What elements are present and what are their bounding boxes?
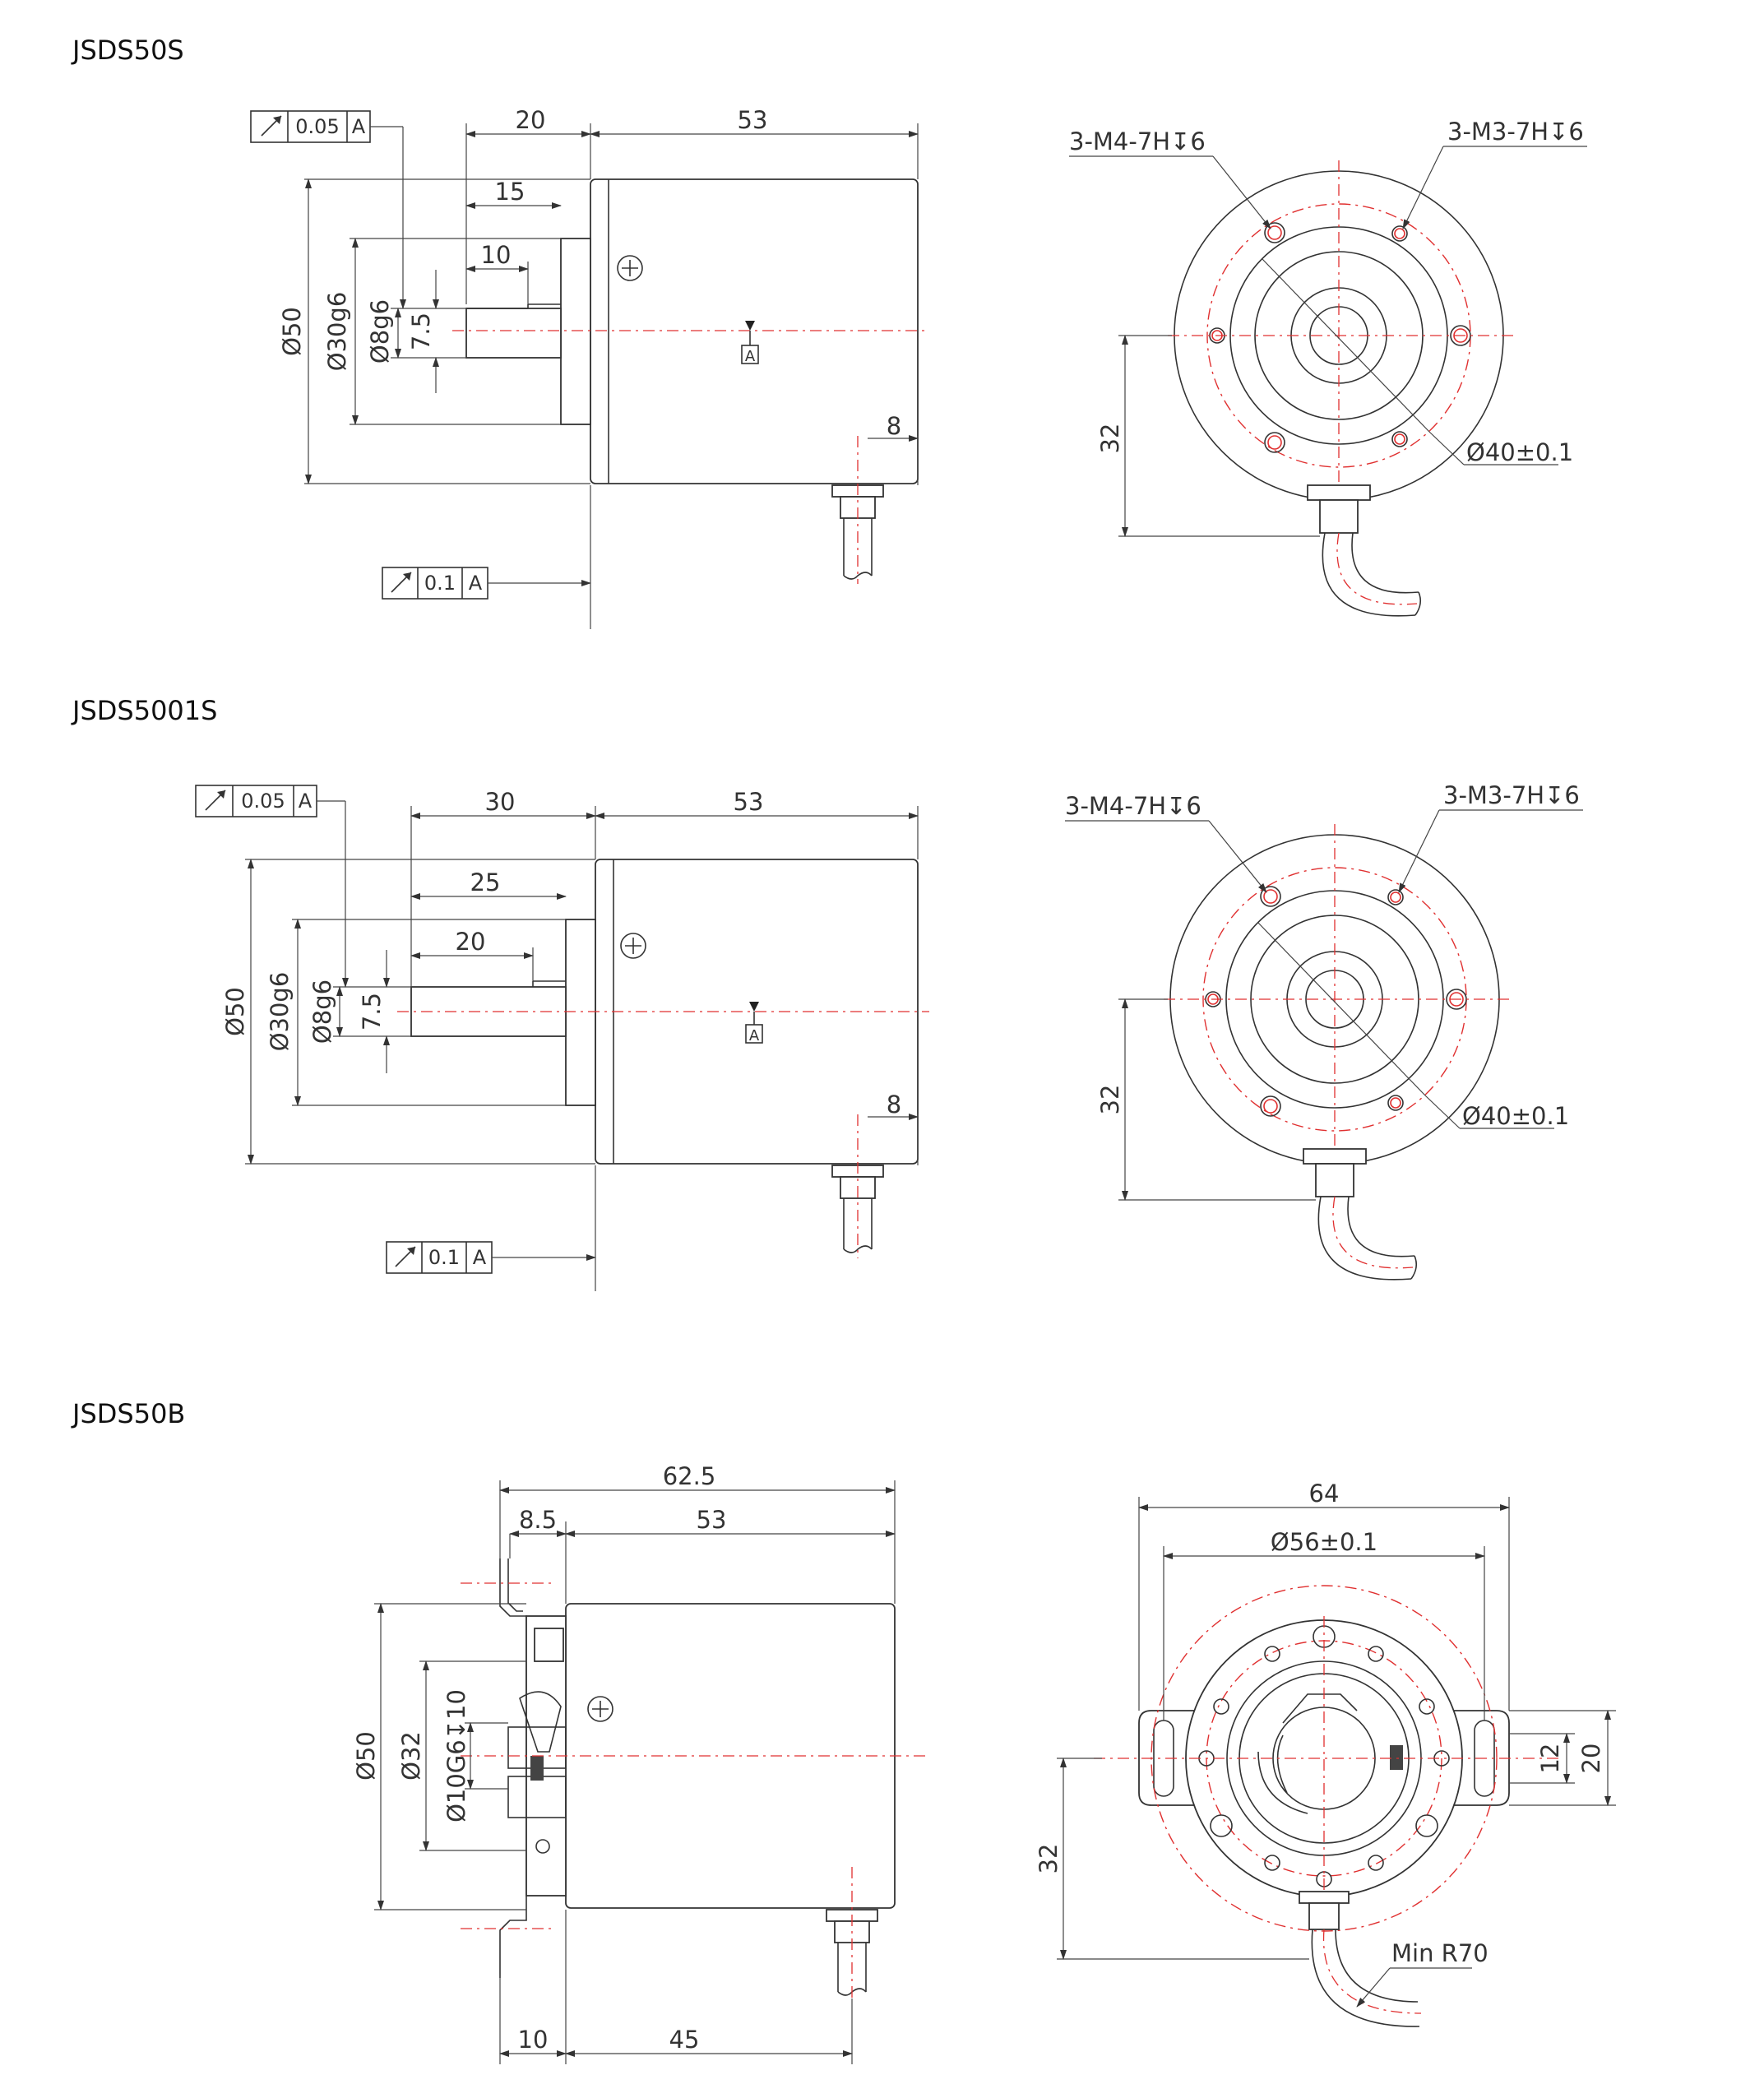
pcd-label: Ø40±0.1 [1466, 438, 1573, 466]
dim-d1: 25 [470, 868, 501, 896]
drawing-title-3: JSDS50B [72, 1398, 186, 1429]
dim-dia-spigot: Ø30g6 [323, 292, 351, 372]
dim-dia-spigot: Ø30g6 [266, 972, 294, 1052]
dim-d1: 15 [495, 178, 525, 206]
dim-dia-body: Ø50 [221, 987, 249, 1036]
drawing-title-1: JSDS50S [72, 35, 184, 66]
side-view-jsds50s: A 20 53 15 10 Ø50 Ø30g6 Ø8g6 7.5 [250, 106, 929, 629]
dim-shaft-total: 30 [485, 788, 516, 816]
dim-dia-body: Ø50 [278, 307, 306, 356]
runout-top-datum: A [352, 115, 366, 138]
dim-height-32: 32 [1035, 1844, 1063, 1874]
pcd-label: Ø56±0.1 [1271, 1528, 1377, 1556]
dim-dia-32: Ø32 [397, 1731, 425, 1781]
drawing-title-2: JSDS5001S [72, 695, 218, 726]
dim-cable-offset: 8 [887, 1091, 901, 1118]
hole-label-m4: 3-M4-7H↧6 [1065, 792, 1201, 820]
hole-label-m4: 3-M4-7H↧6 [1069, 127, 1206, 155]
min-radius-label: Min R70 [1391, 1939, 1489, 1967]
front-view-jsds5001s: 3-M4-7H↧6 3-M3-7H↧6 Ø40±0.1 32 [1065, 781, 1583, 1281]
runout-bottom-datum: A [469, 572, 483, 595]
dim-bottom-10: 10 [518, 2026, 549, 2054]
dim-height-32: 32 [1096, 424, 1124, 454]
runout-top-value: 0.05 [295, 115, 339, 138]
runout-bottom-datum: A [473, 1246, 487, 1269]
dim-slot-12: 12 [1536, 1744, 1564, 1774]
dim-width-64: 64 [1309, 1480, 1340, 1508]
dim-dia-body: Ø50 [352, 1731, 380, 1781]
hole-label-m3: 3-M3-7H↧6 [1443, 781, 1580, 809]
dim-bore: Ø10G6↧10 [442, 1689, 470, 1822]
dim-dia-shaft: Ø8g6 [366, 299, 394, 364]
hole-label-m3: 3-M3-7H↧6 [1447, 118, 1584, 146]
dim-flat: 7.5 [407, 313, 435, 350]
dim-body-length: 53 [738, 106, 768, 134]
dim-d2: 10 [481, 241, 512, 269]
front-view-jsds50b: 64 Ø56±0.1 12 20 32 Min R70 [1035, 1480, 1616, 2027]
dim-shaft-total: 20 [516, 106, 546, 134]
runout-bottom-value: 0.1 [424, 572, 456, 595]
runout-top-datum: A [299, 790, 313, 813]
dim-flat: 7.5 [358, 993, 386, 1030]
dim-dia-shaft: Ø8g6 [308, 980, 336, 1044]
runout-top-value: 0.05 [241, 790, 285, 813]
dim-d2: 20 [456, 928, 486, 956]
dim-body-length: 53 [697, 1506, 727, 1534]
dim-slot-20: 20 [1577, 1744, 1605, 1774]
dim-flange: 8.5 [519, 1506, 557, 1534]
pcd-label: Ø40±0.1 [1462, 1102, 1569, 1130]
dim-body-length: 53 [734, 788, 764, 816]
dim-total: 62.5 [663, 1462, 716, 1490]
dim-cable-offset: 8 [887, 412, 901, 440]
dim-height-32: 32 [1096, 1085, 1124, 1115]
side-view-jsds50b: 62.5 8.5 53 Ø50 Ø32 Ø10G6↧10 10 45 [352, 1462, 929, 2064]
front-view-jsds50s: 3-M4-7H↧6 3-M3-7H↧6 Ø40±0.1 32 [1069, 118, 1587, 617]
datum-label: A [745, 348, 756, 365]
runout-bottom-value: 0.1 [428, 1246, 460, 1269]
datum-label: A [749, 1027, 760, 1044]
dim-bottom-45: 45 [669, 2026, 700, 2054]
side-view-jsds5001s: A 30 53 25 20 Ø50 Ø30g6 Ø8g6 7.5 [195, 785, 929, 1291]
